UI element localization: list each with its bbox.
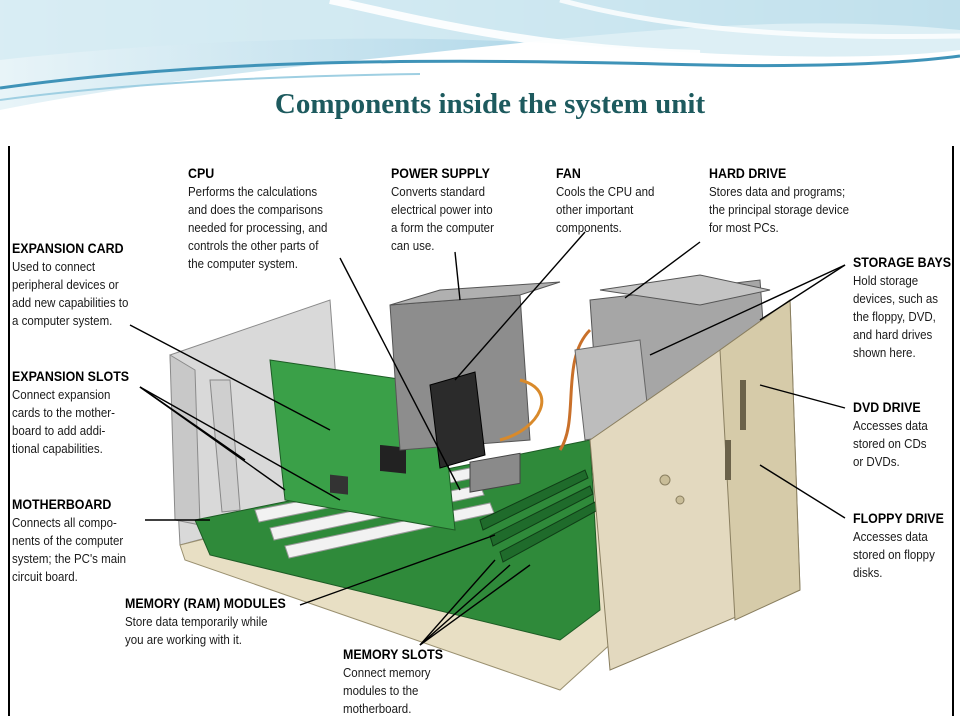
label-motherboard: MOTHERBOARD Connects all compo- nents of… — [12, 496, 126, 586]
case-side-panel — [169, 354, 201, 526]
label-expansion-card-title: EXPANSION CARD — [12, 241, 124, 256]
diagram-frame — [8, 146, 954, 716]
case-front-face — [719, 299, 801, 621]
cpu-socket — [469, 452, 521, 493]
memory-module-shape — [489, 485, 594, 547]
label-expansion-slots-desc: Connect expansion cards to the mother- b… — [12, 388, 115, 456]
memory-module-shape — [479, 469, 589, 531]
header-wave-decoration — [0, 0, 960, 110]
slide-title: Components inside the system unit — [274, 88, 706, 120]
label-memory-slots-desc: Connect memory modules to the motherboar… — [343, 666, 431, 716]
label-power-supply-title: POWER SUPPLY — [391, 166, 490, 181]
label-power-supply-desc: Converts standard electrical power into … — [391, 185, 494, 253]
label-memory-modules-desc: Store data temporarily while you are wor… — [125, 615, 268, 647]
label-fan-desc: Cools the CPU and other important compon… — [556, 185, 655, 235]
label-dvd-drive-desc: Accesses data stored on CDs or DVDs. — [853, 419, 928, 469]
label-memory-slots: MEMORY SLOTS Connect memory modules to t… — [343, 646, 443, 718]
label-expansion-slots: EXPANSION SLOTS Connect expansion cards … — [12, 368, 129, 458]
label-memory-modules: MEMORY (RAM) MODULES Store data temporar… — [125, 595, 286, 649]
leader-lines — [129, 231, 846, 646]
label-expansion-card-desc: Used to connect peripheral devices or ad… — [12, 260, 129, 328]
motherboard-shape — [194, 439, 601, 641]
label-cpu: CPU Performs the calculations and does t… — [188, 165, 327, 273]
label-floppy-drive: FLOPPY DRIVE Accesses data stored on flo… — [853, 510, 944, 582]
label-floppy-drive-desc: Accesses data stored on floppy disks. — [853, 530, 935, 580]
label-memory-modules-title: MEMORY (RAM) MODULES — [125, 596, 286, 611]
label-cpu-title: CPU — [188, 166, 215, 181]
power-supply-top — [389, 281, 561, 306]
label-fan-title: FAN — [556, 166, 581, 181]
front-button — [675, 495, 685, 505]
label-motherboard-desc: Connects all compo- nents of the compute… — [12, 516, 127, 584]
hard-drive-shape — [599, 274, 771, 306]
expansion-card-chip — [330, 474, 348, 495]
label-memory-slots-title: MEMORY SLOTS — [343, 647, 444, 662]
cable — [558, 328, 592, 451]
label-hard-drive: HARD DRIVE Stores data and programs; the… — [709, 165, 849, 237]
label-fan: FAN Cools the CPU and other important co… — [556, 165, 654, 237]
label-hard-drive-title: HARD DRIVE — [709, 166, 787, 181]
label-cpu-desc: Performs the calculations and does the c… — [188, 185, 328, 271]
cpu-fan-shape — [429, 371, 486, 469]
label-dvd-drive-title: DVD DRIVE — [853, 400, 921, 415]
expansion-card-chip — [380, 444, 406, 474]
label-storage-bays: STORAGE BAYS Hold storage devices, such … — [853, 254, 951, 362]
label-floppy-drive-title: FLOPPY DRIVE — [853, 511, 944, 526]
label-storage-bays-desc: Hold storage devices, such as the floppy… — [853, 274, 939, 360]
floppy-slot — [725, 440, 731, 480]
label-expansion-slots-title: EXPANSION SLOTS — [12, 369, 130, 384]
label-power-supply: POWER SUPPLY Converts standard electrica… — [391, 165, 494, 255]
cable — [499, 378, 544, 442]
label-dvd-drive: DVD DRIVE Accesses data stored on CDs or… — [853, 399, 928, 471]
label-storage-bays-title: STORAGE BAYS — [853, 255, 952, 270]
label-hard-drive-desc: Stores data and programs; the principal … — [709, 185, 850, 235]
dvd-slot — [740, 380, 746, 430]
label-expansion-card: EXPANSION CARD Used to connect periphera… — [12, 240, 128, 330]
front-button — [659, 474, 671, 486]
label-motherboard-title: MOTHERBOARD — [12, 497, 112, 512]
